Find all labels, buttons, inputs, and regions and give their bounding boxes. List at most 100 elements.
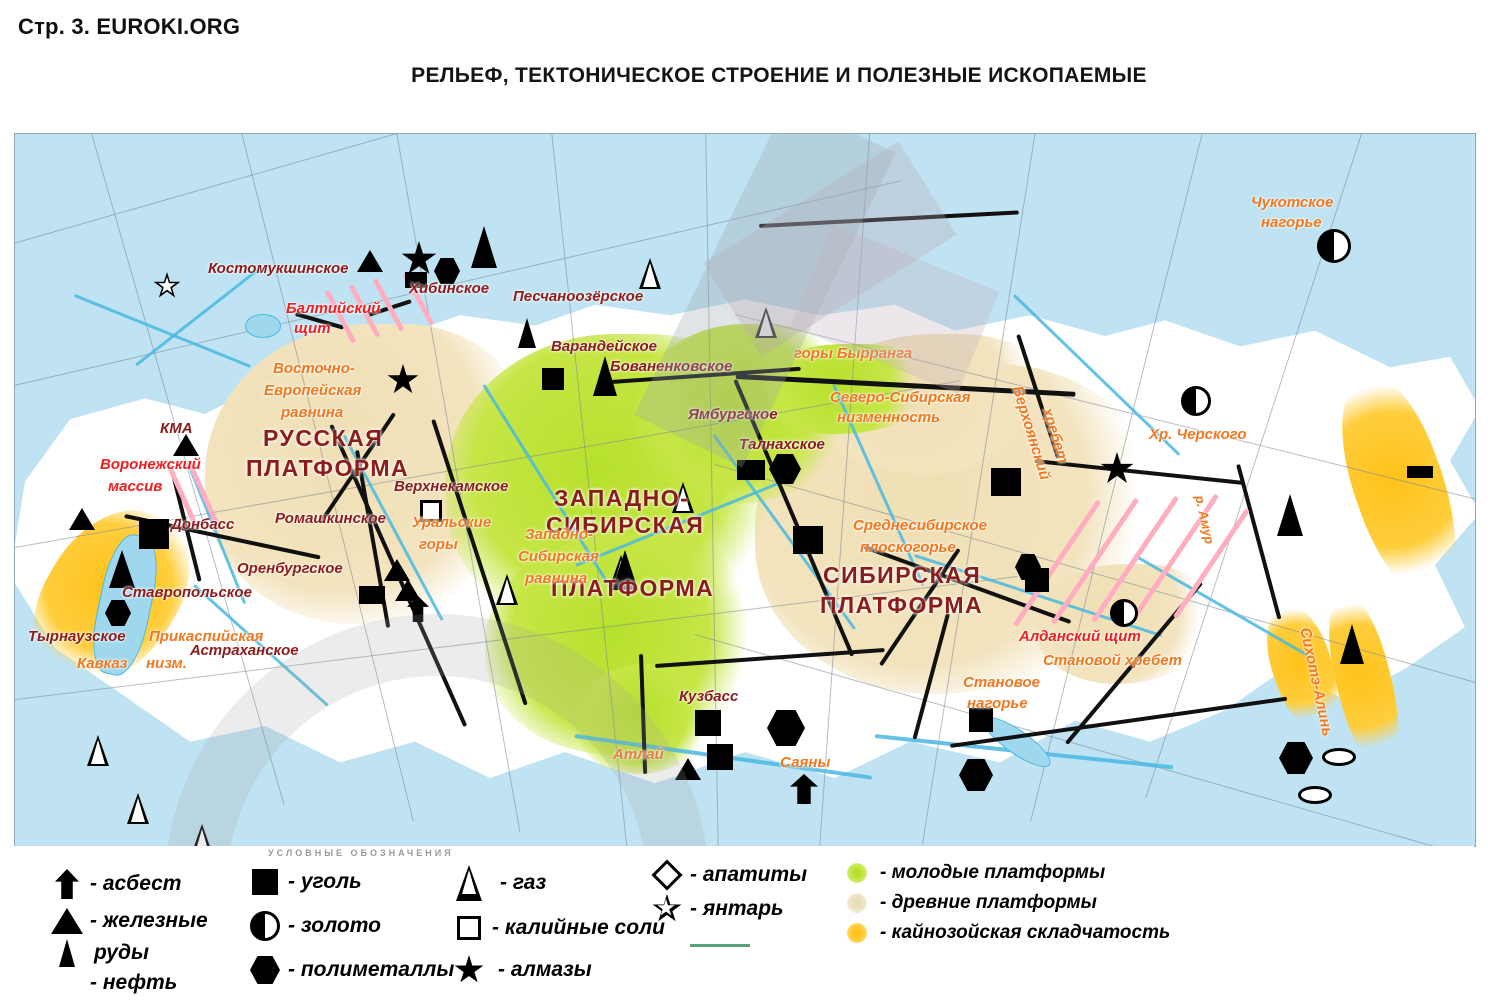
polymetals-icon bbox=[242, 956, 288, 984]
gas-symbol[interactable] bbox=[127, 793, 149, 824]
map-label-relief: Становой хребет bbox=[1043, 652, 1182, 669]
legend-label: - асбест bbox=[90, 872, 182, 895]
young-platform-swatch-icon bbox=[834, 863, 880, 883]
iron-ore-symbol[interactable] bbox=[384, 559, 410, 581]
map-label-relief: Западно- bbox=[525, 526, 593, 543]
legend-item-young-platform[interactable]: - молодые платформы bbox=[834, 858, 1170, 888]
gas-symbol[interactable] bbox=[87, 735, 109, 766]
oil-symbol[interactable] bbox=[471, 226, 497, 268]
legend-label: - газ bbox=[500, 871, 547, 894]
map-label-relief: Саяны bbox=[780, 754, 831, 771]
polymetals-symbol[interactable] bbox=[434, 258, 460, 284]
map-label-deposit: Оренбургское bbox=[237, 560, 343, 577]
coal-symbol[interactable] bbox=[969, 708, 993, 732]
map-label-platform: РУССКАЯ bbox=[263, 425, 384, 451]
legend-label: - древние платформы bbox=[880, 892, 1097, 913]
map-label-deposit: Хибинское bbox=[409, 280, 490, 297]
legend-label: - железные bbox=[90, 909, 208, 932]
coal-symbol[interactable] bbox=[695, 710, 721, 736]
oil-icon bbox=[44, 939, 90, 967]
gas-symbol[interactable] bbox=[191, 824, 213, 846]
map-label-shield: Алданский щит bbox=[1019, 628, 1141, 645]
gas-icon bbox=[446, 865, 492, 901]
map-label-relief: нагорье bbox=[967, 695, 1028, 712]
gold-icon bbox=[242, 911, 288, 941]
map-canvas[interactable]: РУССКАЯ ПЛАТФОРМА ЗАПАДНО- СИБИРСКАЯ ПЛА… bbox=[14, 133, 1476, 847]
gas-symbol[interactable] bbox=[755, 307, 777, 338]
oil-symbol[interactable] bbox=[612, 550, 638, 590]
coal-symbol[interactable] bbox=[707, 744, 733, 770]
page-label: Стр. 3. EUROKI.ORG bbox=[18, 14, 241, 39]
iron-ore-symbol[interactable] bbox=[675, 758, 701, 780]
map-label-deposit: Ромашкинское bbox=[275, 510, 387, 527]
legend-item-potash-salts[interactable]: - калийные соли bbox=[446, 906, 665, 950]
coal-symbol[interactable] bbox=[793, 526, 823, 554]
legend-item-gold[interactable]: - золото bbox=[242, 902, 454, 950]
legend-item-cenozoic-folding[interactable]: - кайнозойская складчатость bbox=[834, 918, 1170, 948]
legend-item-amber[interactable]: - янтарь bbox=[644, 892, 807, 926]
legend-item-gas[interactable]: - газ bbox=[446, 860, 665, 906]
map-label-deposit: Песчаноозёрское bbox=[513, 288, 644, 305]
legend-item-diamonds[interactable]: - алмазы bbox=[446, 950, 665, 990]
iron-ore-symbol[interactable] bbox=[395, 579, 421, 601]
lake-ladoga bbox=[245, 314, 281, 338]
oil-symbol[interactable] bbox=[518, 318, 536, 348]
coal-symbol[interactable] bbox=[359, 586, 385, 604]
legend-label: - кайнозойская складчатость bbox=[880, 922, 1171, 943]
map-label-deposit: Астраханское bbox=[190, 642, 299, 659]
oil-symbol[interactable] bbox=[109, 550, 135, 588]
iron-ore-symbol[interactable] bbox=[173, 434, 199, 456]
coal-symbol[interactable] bbox=[405, 272, 427, 288]
map-label-deposit: Донбасс bbox=[171, 516, 235, 533]
map-label-relief: Хр. Черского bbox=[1149, 426, 1247, 443]
legend-item-ancient-platform[interactable]: - древние платформы bbox=[834, 888, 1170, 918]
map-label-relief: равнина bbox=[281, 404, 344, 421]
coal-symbol[interactable] bbox=[991, 468, 1021, 496]
apatite-icon bbox=[644, 859, 690, 891]
map-label-relief: Кавказ bbox=[77, 655, 128, 672]
gas-symbol[interactable] bbox=[639, 258, 661, 289]
map-label-relief: Европейская bbox=[264, 382, 362, 399]
coal-symbol[interactable] bbox=[1025, 568, 1049, 592]
legend-dash-mark-row bbox=[644, 926, 807, 960]
map-label-relief: нагорье bbox=[1261, 214, 1322, 231]
coal-symbol[interactable] bbox=[139, 519, 169, 549]
oval-symbol[interactable] bbox=[1322, 748, 1356, 766]
oval-symbol[interactable] bbox=[1298, 786, 1332, 804]
map-label-platform: ПЛАТФОРМА bbox=[246, 455, 410, 481]
coal-symbol[interactable] bbox=[542, 368, 564, 390]
gold-symbol[interactable] bbox=[1317, 229, 1351, 263]
legend-label: - янтарь bbox=[690, 897, 784, 920]
legend-dash-mark bbox=[690, 934, 750, 952]
legend-item-asbestos[interactable]: - асбест bbox=[44, 864, 208, 904]
map-label-platform: ЗАПАДНО- bbox=[554, 485, 690, 511]
potash-salt-symbol[interactable] bbox=[420, 500, 442, 522]
legend-item-coal[interactable]: - уголь bbox=[242, 862, 454, 902]
legend-item-oil[interactable]: - нефть bbox=[44, 968, 208, 998]
map-label-relief: Атлай bbox=[613, 746, 664, 763]
polymetals-symbol[interactable] bbox=[959, 759, 993, 791]
oil-symbol[interactable] bbox=[1340, 624, 1364, 664]
iron-ore-symbol[interactable] bbox=[69, 508, 95, 530]
oil-symbol[interactable] bbox=[1277, 494, 1303, 536]
map-label-relief: Чукотское bbox=[1251, 194, 1334, 211]
legend-label: - золото bbox=[288, 914, 381, 937]
map-label-deposit: Бованенковское bbox=[610, 358, 733, 375]
map-label-deposit: Кузбасс bbox=[679, 688, 739, 705]
legend-item-apatite[interactable]: - апатиты bbox=[644, 858, 807, 892]
map-label-relief: равнина bbox=[525, 570, 588, 587]
legend-item-iron-ore[interactable]: - железные bbox=[44, 904, 208, 938]
potash-salts-icon bbox=[446, 916, 492, 940]
asbestos-icon bbox=[44, 869, 90, 899]
map-label-deposit: Тырнаузское bbox=[28, 628, 126, 645]
oil-symbol[interactable] bbox=[593, 356, 617, 396]
gas-symbol[interactable] bbox=[672, 482, 694, 513]
coal-symbol[interactable] bbox=[737, 460, 765, 480]
iron-ore-symbol[interactable] bbox=[357, 250, 383, 272]
cenozoic-folding-swatch-icon bbox=[834, 923, 880, 943]
gold-symbol[interactable] bbox=[1181, 386, 1211, 416]
gold-symbol[interactable] bbox=[1110, 599, 1138, 627]
coal-symbol[interactable] bbox=[1407, 466, 1433, 478]
gas-symbol[interactable] bbox=[496, 574, 518, 605]
legend-item-polymetals[interactable]: - полиметаллы bbox=[242, 950, 454, 990]
